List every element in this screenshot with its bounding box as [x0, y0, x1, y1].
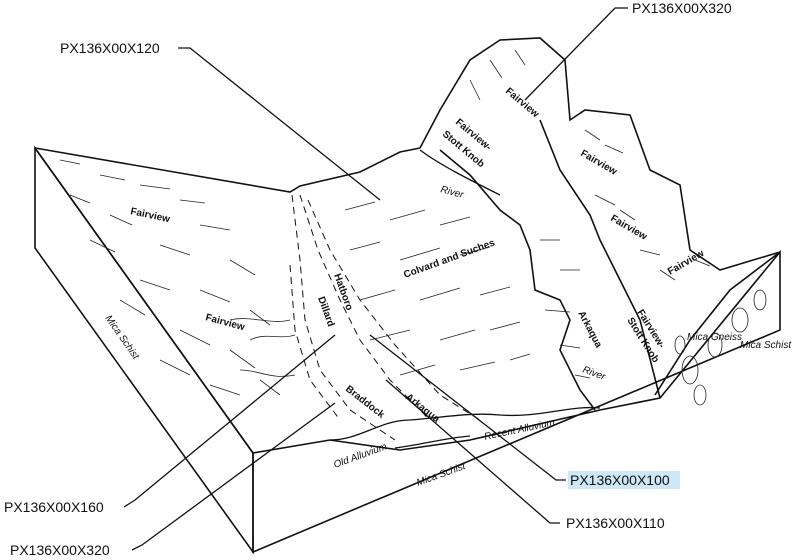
callout-left-middle[interactable]: PX136X00X160 [4, 499, 104, 515]
soil-arkaqua-right: Arkaqua [575, 309, 604, 350]
drainageways [289, 194, 481, 441]
valley-edge [439, 149, 596, 411]
left-ridge [34, 147, 421, 193]
callout-left-bottom[interactable]: PX136X00X320 [10, 542, 110, 558]
river-upper-line [419, 149, 501, 196]
block-outline [34, 37, 781, 555]
old-alluvium-outline [394, 435, 471, 449]
right-face-edge [654, 251, 781, 396]
callout-right-highlighted[interactable]: PX136X00X100 [570, 472, 670, 488]
soil-fairview-lower-left: Fairview [204, 312, 246, 333]
soil-fairview-right-2: Fairview [609, 213, 649, 243]
leader-top-right [524, 7, 628, 101]
callout-top-right[interactable]: PX136X00X320 [632, 0, 732, 16]
callout-right-bottom[interactable]: PX136X00X110 [566, 515, 665, 531]
geo-river-lower: River [581, 364, 607, 383]
gneiss-texture [674, 289, 767, 406]
callout-highlight [568, 471, 680, 489]
knob-ridge [539, 119, 661, 399]
top-surface-left-edge [34, 147, 254, 454]
soil-fairview-right-1: Fairview [579, 148, 619, 178]
geo-mica-schist-left: Mica Schist [103, 313, 142, 362]
geo-mica-gneiss: Mica Gneiss [687, 332, 742, 343]
leader-right-highlighted [369, 334, 566, 481]
soil-fairview-top: Fairview [503, 86, 541, 120]
geo-mica-schist-right-1: Mica Schist [740, 340, 792, 351]
leader-left-bottom [131, 402, 336, 551]
right-knob-outline [419, 37, 781, 271]
soil-fairview-upper-left: Fairview [129, 206, 171, 225]
front-face [252, 249, 781, 554]
leader-lines [123, 7, 628, 551]
soil-colvard-suches: Colvard and Suches [402, 237, 497, 280]
alluvium-outline [329, 406, 601, 441]
surface-texture [59, 49, 711, 396]
soil-fairview-right-3: Fairview [666, 248, 706, 278]
leader-top-left [178, 47, 381, 201]
soil-dillard: Dillard [315, 295, 336, 328]
soil-braddock: Braddock [343, 384, 386, 421]
geo-mica-schist-front: Mica Schist [415, 461, 468, 489]
geo-old-alluvium: Old Alluvium [332, 441, 388, 470]
soil-hatboro: Hatboro [331, 272, 354, 312]
leader-left-middle [123, 334, 336, 508]
geo-river-upper: River [439, 184, 465, 201]
leader-right-bottom [385, 379, 560, 524]
callout-top-left[interactable]: PX136X00X120 [60, 40, 160, 56]
soil-labels: Fairview Fairview Fairview Fairview- Sto… [129, 86, 706, 425]
